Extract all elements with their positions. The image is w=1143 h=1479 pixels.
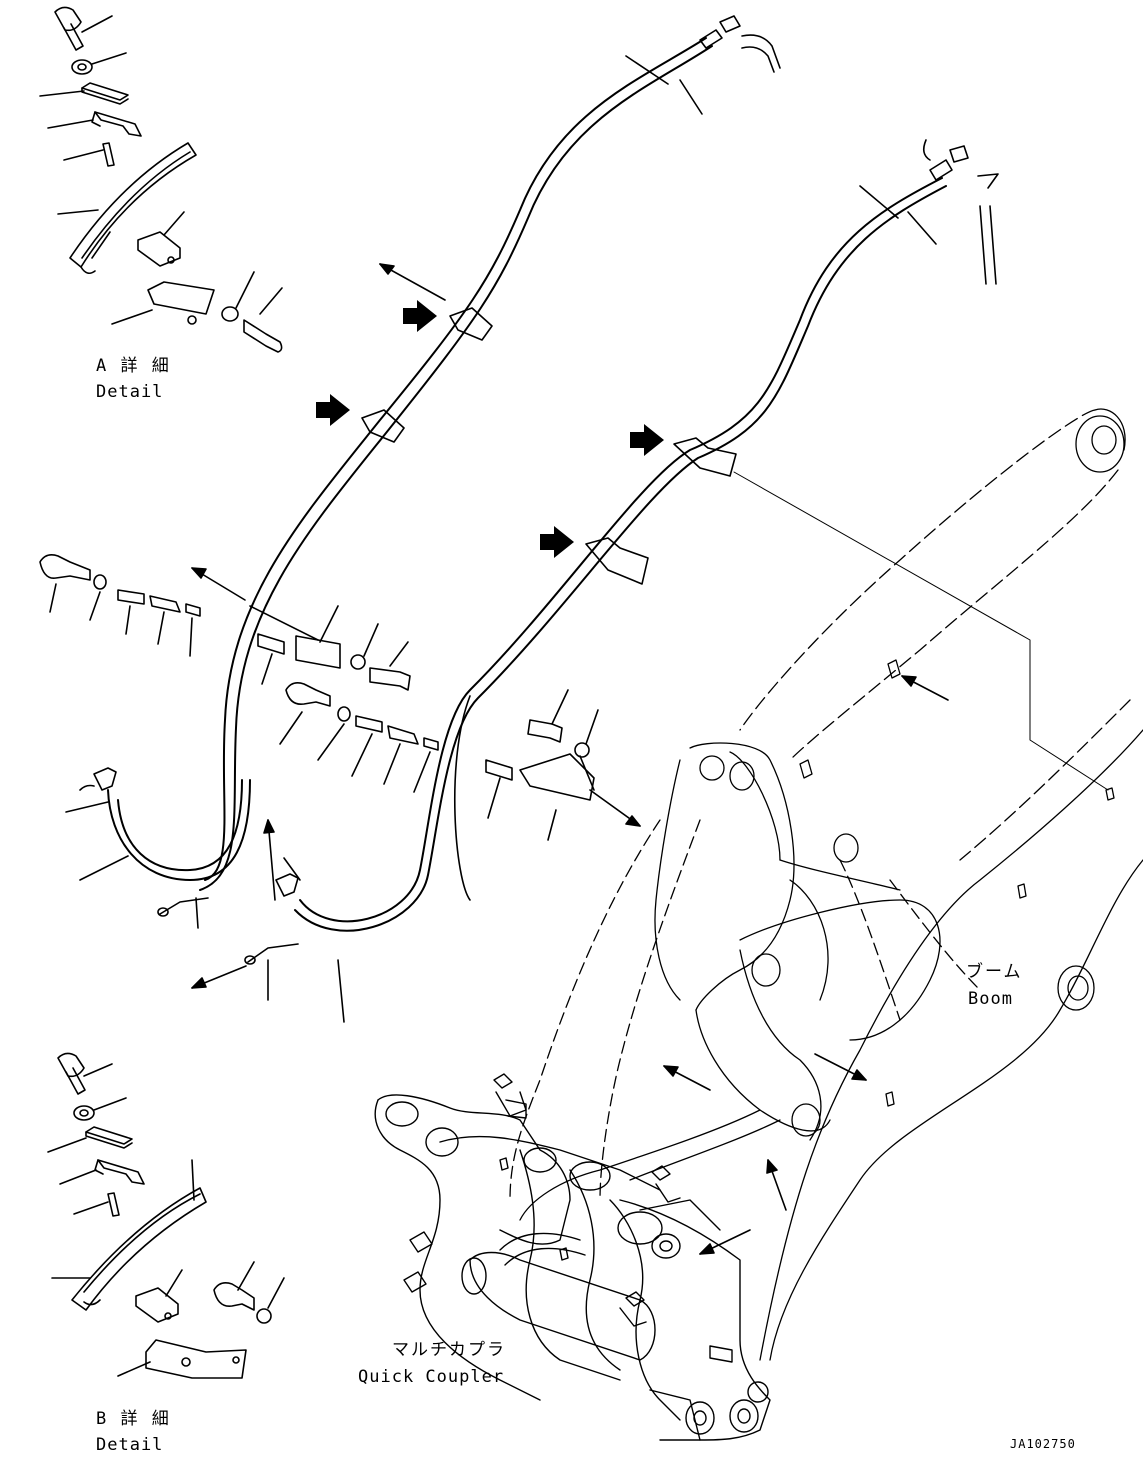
drawing-code: JA102750: [1010, 1437, 1076, 1451]
indicator-arrows: [316, 300, 664, 558]
hose-fitting-top-right: [922, 139, 999, 285]
hose-ends-lower: [65, 767, 345, 1023]
detail-b-washer: [73, 1097, 127, 1121]
detail-a-parts: [39, 6, 283, 353]
hose-clamps: [361, 307, 737, 585]
detail-b-washer-2: [256, 1277, 285, 1324]
coupler-label-en: Quick Coupler: [358, 1367, 505, 1387]
detail-a-title: A 詳 細: [96, 356, 171, 376]
hose-fitting-top-left: [699, 15, 781, 73]
detail-b-boom-section: [51, 1159, 207, 1311]
detail-a-bracket: [111, 281, 215, 325]
detail-b-clamp-upper: [59, 1159, 145, 1185]
detail-a-boom-section: [57, 142, 197, 275]
detail-b-pin: [73, 1192, 120, 1217]
detail-a-pin: [63, 142, 115, 167]
detail-a-bolt-2: [243, 287, 283, 353]
detail-b-bolt-2: [213, 1261, 255, 1311]
detail-b-bolt: [57, 1052, 113, 1095]
detail-b-parts: [47, 1052, 285, 1379]
direction-arrows: [191, 263, 949, 1255]
coupler-label-jp: マルチカプラ: [392, 1340, 506, 1360]
hose-support-parts-upper: [39, 554, 411, 691]
detail-a-plate: [39, 82, 129, 105]
detail-b-clamp-lower: [135, 1269, 183, 1323]
detail-b-bracket: [117, 1339, 247, 1379]
detail-a-bolt: [54, 6, 113, 51]
boom-structure: [509, 408, 1143, 1361]
quick-coupler: [374, 1073, 771, 1441]
detail-a-clamp-upper: [47, 111, 142, 137]
hose-support-parts-lower: [279, 682, 599, 841]
detail-a-washer-2: [221, 271, 255, 322]
detail-a-clamp-lower: [137, 211, 185, 267]
detail-a-subtitle: Detail: [96, 382, 164, 402]
detail-b-title: B 詳 細: [96, 1409, 171, 1429]
detail-b-plate: [47, 1126, 133, 1153]
boom-label-jp: ブーム: [966, 962, 1023, 982]
detail-a-washer: [71, 52, 127, 75]
detail-b-subtitle: Detail: [96, 1435, 164, 1455]
boom-label-en: Boom: [968, 989, 1013, 1009]
hose-assembly: [107, 15, 999, 965]
